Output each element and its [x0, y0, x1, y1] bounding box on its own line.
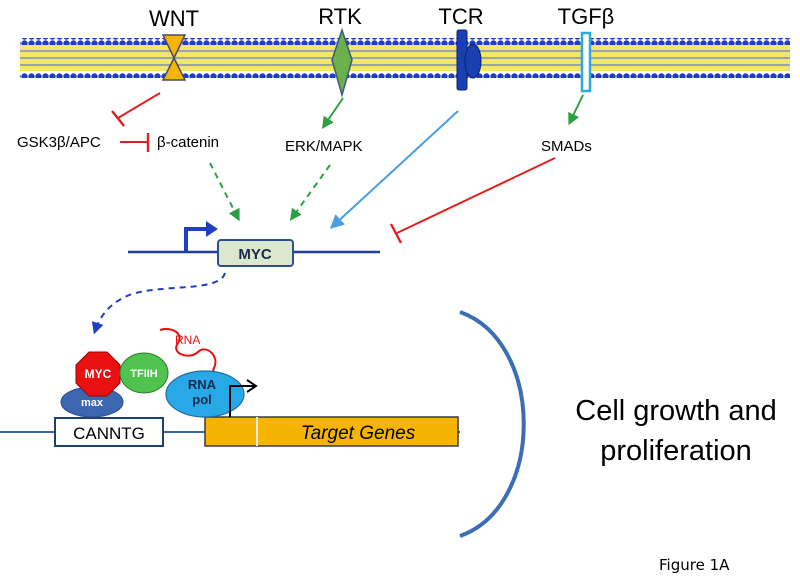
- rtk-label: RTK: [318, 4, 362, 29]
- figure-label: Figure 1A: [659, 556, 730, 574]
- rtk-to-erk-arrow: [321, 97, 344, 129]
- tcr-label: TCR: [438, 4, 483, 29]
- wnt-inhibits-gsk3b: [111, 92, 161, 127]
- rna-pol-label-line2: pol: [192, 392, 212, 407]
- max-label: max: [81, 397, 104, 409]
- gsk3b-apc-label: GSK3β/APC: [17, 134, 101, 151]
- rtk-receptor: [331, 27, 353, 98]
- beta-catenin-to-myc-arrow: [209, 162, 240, 222]
- myc-protein: [75, 351, 121, 397]
- target-tss-arrow: [229, 379, 258, 417]
- cell-membrane: [20, 38, 790, 78]
- ebox-box: [54, 417, 164, 447]
- myc-gene-box: [217, 239, 294, 267]
- tcr-to-myc-arrow: [329, 110, 459, 229]
- outcome-line2: proliferation: [600, 435, 752, 467]
- myc-protein-label: MYC: [85, 367, 112, 381]
- outcome-bracket: [459, 310, 526, 538]
- gsk3b-inhibits-beta-catenin: [120, 133, 150, 152]
- wnt-label: WNT: [149, 6, 199, 31]
- myc-protein-arrow: [91, 272, 226, 335]
- tgfb-label: TGFβ: [558, 4, 615, 29]
- tgfb-receptor: [580, 31, 592, 93]
- outcome-line1: Cell growth and: [575, 395, 777, 427]
- tfiih-protein: [119, 352, 169, 394]
- ebox-label: CANNTG: [73, 424, 145, 443]
- target-genes-label: Target Genes: [301, 423, 416, 444]
- tfiih-label: TFIIH: [130, 368, 158, 380]
- rna-pol-protein: [165, 370, 245, 418]
- smads-inhibit-myc: [389, 157, 556, 244]
- myc-gene-label: MYC: [238, 246, 272, 263]
- transcription-start-arrow: [184, 221, 218, 252]
- rna-pol-label-line1: RNA: [188, 377, 217, 392]
- erk-mapk-label: ERK/MAPK: [285, 138, 363, 155]
- tcr-receptor: [456, 29, 482, 91]
- erk-to-myc-arrow: [289, 164, 331, 221]
- target-genes-box: [204, 416, 459, 447]
- beta-catenin-label: β-catenin: [157, 134, 219, 151]
- tgfb-to-smads-arrow: [568, 94, 584, 126]
- smads-label: SMADs: [541, 138, 592, 155]
- rna-label: RNA: [175, 333, 200, 347]
- wnt-receptor: [161, 34, 187, 81]
